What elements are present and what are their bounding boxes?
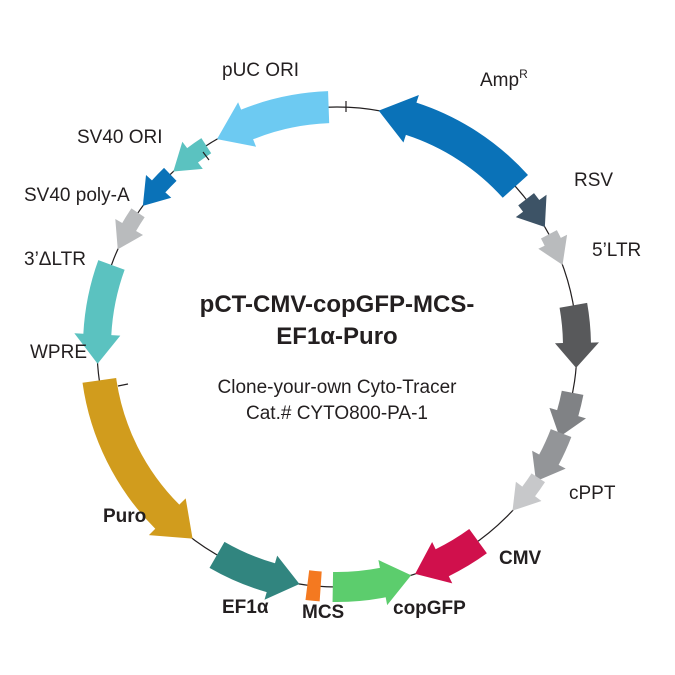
feature-arrow-cppt (512, 473, 545, 511)
label-puro: Puro (103, 506, 146, 527)
feature-arrow-sv40pa (142, 167, 177, 206)
label-rsv: RSV (574, 170, 613, 191)
feature-arrow-puro (82, 378, 193, 539)
label-mcs: MCS (302, 602, 344, 623)
feature-arrow-ltr3 (115, 208, 145, 250)
label-3ltr: 3’ΔLTR (24, 249, 86, 270)
feature-arrow-seg-mid (549, 390, 586, 437)
feature-block-mcs (305, 570, 322, 602)
feature-arrow-rsv (515, 193, 547, 227)
feature-arrow-puc (217, 91, 330, 147)
label-wpre: WPRE (30, 342, 87, 363)
feature-arrow-sv40ori (173, 138, 212, 172)
label-cppt: cPPT (569, 483, 616, 504)
feature-arrow-wpre (74, 260, 125, 364)
map-subtitle-1: Clone-your-own Cyto-Tracer (218, 377, 458, 398)
label-sv40pa: SV40 poly-A (24, 185, 130, 206)
feature-arrow-ef1a (209, 541, 300, 600)
map-title-line1: pCT-CMV-copGFP-MCS- (200, 291, 475, 318)
feature-arrow-copgfp (332, 560, 412, 606)
label-ampr: AmpR (480, 67, 528, 91)
label-5ltr: 5’LTR (592, 240, 641, 261)
feature-arrow-ltr5 (538, 230, 568, 265)
feature-arrow-ampr (378, 94, 528, 198)
map-title-line2: EF1α-Puro (276, 323, 397, 350)
label-sv40ori: SV40 ORI (77, 127, 163, 148)
feature-arrow-seg-dark (554, 302, 599, 368)
feature-arrow-cmv (415, 529, 487, 584)
label-cmv: CMV (499, 548, 542, 569)
map-subtitle-2: Cat.# CYTO800-PA-1 (246, 403, 428, 424)
backbone-tick (117, 383, 129, 387)
feature-arrow-seg-mid2 (532, 429, 572, 482)
label-copgfp: copGFP (393, 598, 466, 619)
label-puc: pUC ORI (222, 60, 299, 81)
backbone-tick (202, 151, 210, 161)
label-ef1a: EF1α (222, 597, 269, 618)
